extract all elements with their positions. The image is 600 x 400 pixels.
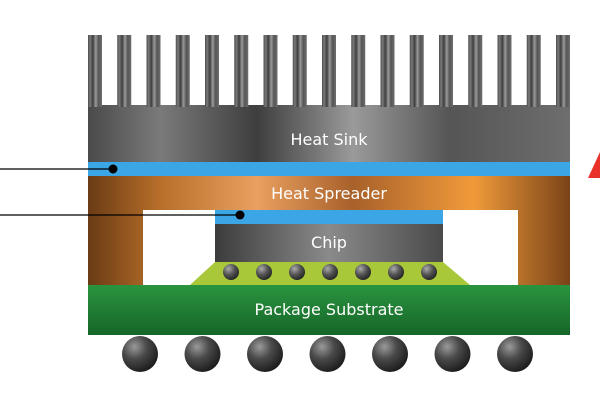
heat-sink-fin [234,35,249,107]
bga-ball [497,336,533,372]
heat-sink-fin [88,35,102,107]
package-substrate-board [88,285,570,335]
bga-ball [184,336,221,372]
solder-bump [355,264,371,280]
heat-spreader: Heat Spreader [88,176,570,285]
heat-sink-label: Heat Sink [290,130,368,149]
bga-ball [247,336,283,372]
solder-bump [256,264,272,280]
heat-sink-fin [497,35,512,107]
leader-line-lower [0,210,245,220]
heat-sink-fin [175,35,190,107]
heat-sink-fin [117,35,132,107]
leader-line-upper [0,164,118,174]
heat-sink-fin [439,35,453,107]
solder-bump [421,264,437,280]
heat-spreader-label: Heat Spreader [271,184,387,203]
heat-sink-fin [146,35,161,107]
heat-sink-fin [205,35,219,107]
bga-solder-balls [122,336,533,372]
chip-label: Chip [311,233,347,252]
heat-sink: Heat Sink [88,35,570,162]
heat-sink-fin [468,35,483,107]
heat-sink-fins [88,35,570,107]
solder-bump [223,264,239,280]
package-substrate-label: Package Substrate [255,300,404,319]
package-substrate: Package Substrate [88,285,570,335]
leader-dot-upper [108,164,118,174]
red-arrow-icon [588,152,600,178]
bga-ball [122,336,158,372]
thermal-interface-upper [88,162,570,176]
heat-sink-fin [526,35,541,107]
thermal-interface-lower [215,210,443,224]
chip-die [215,224,443,262]
solder-bump [388,264,404,280]
heat-sink-fin [263,35,278,107]
heat-sink-fin [556,35,570,107]
heat-sink-fin [380,35,395,107]
heat-sink-fin [409,35,424,107]
heat-sink-fin [292,35,307,107]
bga-ball [309,336,346,372]
heat-sink-base [88,105,570,162]
solder-bump [322,264,338,280]
solder-bumps [223,264,437,280]
solder-bump [289,264,305,280]
heat-spreader-lid [88,176,570,285]
heat-sink-fin [351,35,366,107]
bga-ball [372,336,408,372]
bga-ball [434,336,471,372]
leader-dot-lower [235,210,245,220]
chip: Chip [215,224,443,262]
heat-sink-fin [322,35,336,107]
